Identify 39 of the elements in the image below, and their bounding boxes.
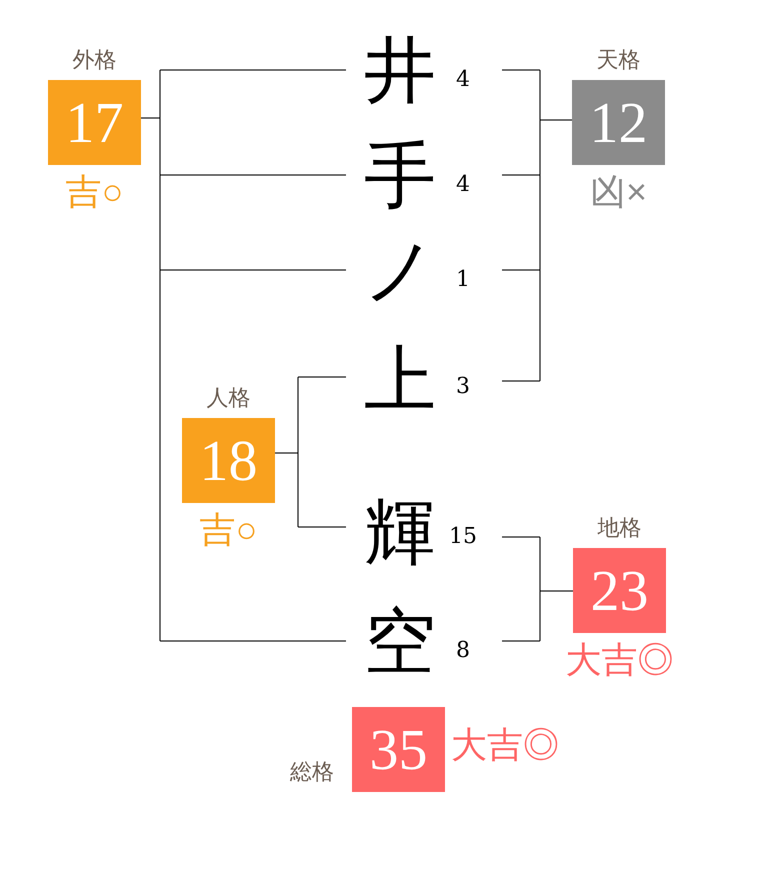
- stroke-count: 15: [448, 525, 478, 549]
- fortune-text: 吉○: [200, 510, 258, 550]
- score-tile: 23: [573, 548, 666, 633]
- connector-line: [160, 640, 346, 642]
- name-character: 輝: [363, 496, 437, 568]
- score-tile: 35: [352, 707, 445, 792]
- fortune-text: 大吉◎: [451, 725, 559, 765]
- connector-line: [502, 536, 540, 538]
- name-character: 空: [363, 605, 437, 677]
- connector-line: [502, 380, 540, 382]
- score-tile: 12: [572, 80, 665, 165]
- connector-line: [140, 70, 160, 642]
- connector-line: [502, 174, 540, 176]
- fortune-text: 吉○: [66, 172, 124, 212]
- connector-line: [274, 376, 298, 528]
- grade-label: 天格: [596, 46, 640, 74]
- name-character: 手: [363, 139, 437, 211]
- connector-line: [540, 70, 572, 382]
- stroke-count: 4: [455, 68, 471, 92]
- name-character: 井: [363, 34, 437, 106]
- name-character: ノ: [362, 234, 438, 306]
- connector-line: [298, 526, 346, 528]
- name-character: 上: [363, 343, 437, 415]
- score-tile: 18: [182, 418, 275, 503]
- connector-line: [160, 174, 346, 176]
- fortune-text: 凶×: [590, 172, 648, 212]
- score-tile: 17: [48, 80, 141, 165]
- grade-label: 人格: [206, 384, 250, 412]
- stroke-count: 4: [455, 173, 471, 197]
- stroke-count: 3: [455, 375, 471, 399]
- connector-line: [298, 376, 346, 378]
- stroke-count: 1: [455, 268, 471, 292]
- connector-line: [540, 536, 574, 642]
- fortune-text: 大吉◎: [566, 640, 674, 680]
- grade-label: 総格: [290, 758, 334, 786]
- stroke-count: 8: [455, 639, 471, 663]
- grade-label: 外格: [72, 46, 116, 74]
- connector-line: [502, 640, 540, 642]
- grade-label: 地格: [598, 514, 642, 542]
